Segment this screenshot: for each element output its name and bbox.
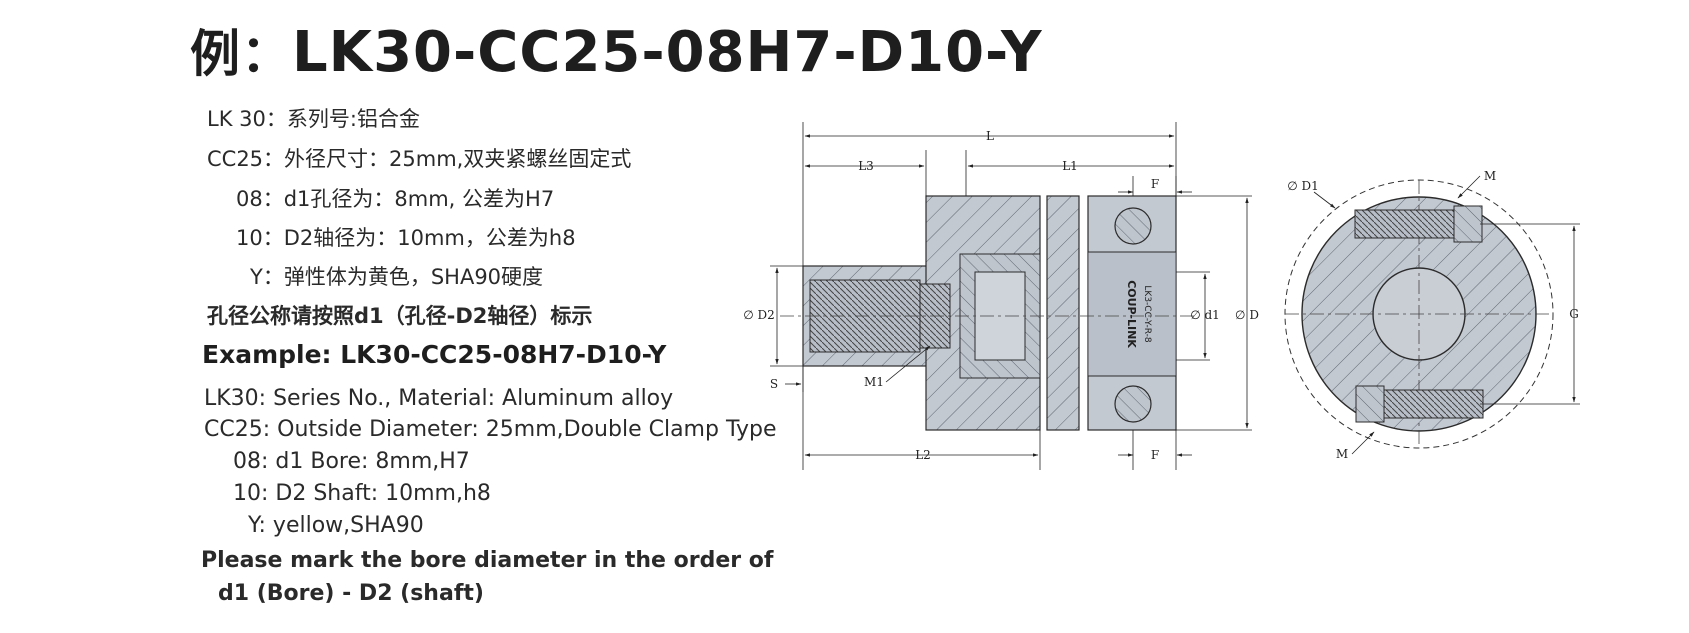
cn-line-color: Y：弹性体为黄色，SHA90硬度 [250, 265, 544, 289]
dim-S: S [770, 377, 778, 391]
side-dim-D1: ∅ D1 [1287, 179, 1319, 193]
right-hub-center [1087, 251, 1177, 377]
en-line-shaft: 10: D2 Shaft: 10mm,h8 [233, 481, 491, 506]
side-label-M-bottom: M [1336, 447, 1348, 461]
example-heading: Example: LK30-CC25-08H7-D10-Y [202, 340, 667, 369]
side-dim-G: G [1569, 307, 1579, 321]
bottom-clamp-screw [1372, 389, 1484, 419]
bottom-screw-head-icon [1355, 385, 1385, 423]
side-view: ∅ D1 M M G [1284, 169, 1580, 461]
part-engraving: LK3-CC-Y-R-8 [1142, 285, 1152, 342]
side-label-M-top: M [1484, 169, 1496, 183]
front-view: COUP-LINK LK3-CC-Y-R-8 L L3 L1 F ∅ D2 ∅ … [743, 122, 1259, 470]
brand-engraving: COUP-LINK [1125, 280, 1138, 348]
en-line-diameter: CC25: Outside Diameter: 25mm,Double Clam… [204, 417, 777, 442]
en-note-line1: Please mark the bore diameter in the ord… [201, 548, 774, 573]
top-screw-head-icon [1453, 205, 1483, 243]
clamp-screw-bottom-icon [1114, 385, 1152, 423]
en-note-line2: d1 (Bore) - D2 (shaft) [218, 581, 484, 606]
label-M1: M1 [864, 375, 884, 389]
dim-F-bottom: F [1151, 448, 1159, 462]
title-prefix: 例： [190, 25, 292, 83]
cn-line-diameter: CC25：外径尺寸：25mm,双夹紧螺丝固定式 [207, 147, 632, 171]
dim-L1: L1 [1062, 159, 1078, 173]
dim-L3: L3 [858, 159, 874, 173]
cn-line-shaft: 10：D2轴径为：10mm，公差为h8 [236, 226, 576, 250]
dim-F-top: F [1151, 177, 1159, 191]
cn-line-series: LK 30：系列号:铝合金 [207, 107, 420, 131]
example-title: 例：LK30-CC25-08H7-D10-Y [190, 14, 1043, 86]
en-line-bore: 08: d1 Bore: 8mm,H7 [233, 449, 470, 474]
dim-L2: L2 [915, 448, 931, 462]
en-line-series: LK30: Series No., Material: Aluminum all… [204, 386, 674, 411]
dim-D2: ∅ D2 [743, 308, 775, 322]
cn-note: 孔径公称请按照d1（孔径-D2轴径）标示 [207, 304, 593, 328]
elastic-spider [1046, 195, 1080, 431]
top-clamp-screw [1354, 209, 1466, 239]
title-code: LK30-CC25-08H7-D10-Y [292, 20, 1043, 85]
dim-d1: ∅ d1 [1190, 308, 1220, 322]
dim-L: L [986, 129, 994, 143]
dim-D: ∅ D [1235, 308, 1259, 322]
cn-line-bore: 08：d1孔径为：8mm, 公差为H7 [236, 187, 555, 211]
en-line-color: Y: yellow,SHA90 [248, 513, 424, 538]
clamp-screw-top-icon [1114, 207, 1152, 245]
